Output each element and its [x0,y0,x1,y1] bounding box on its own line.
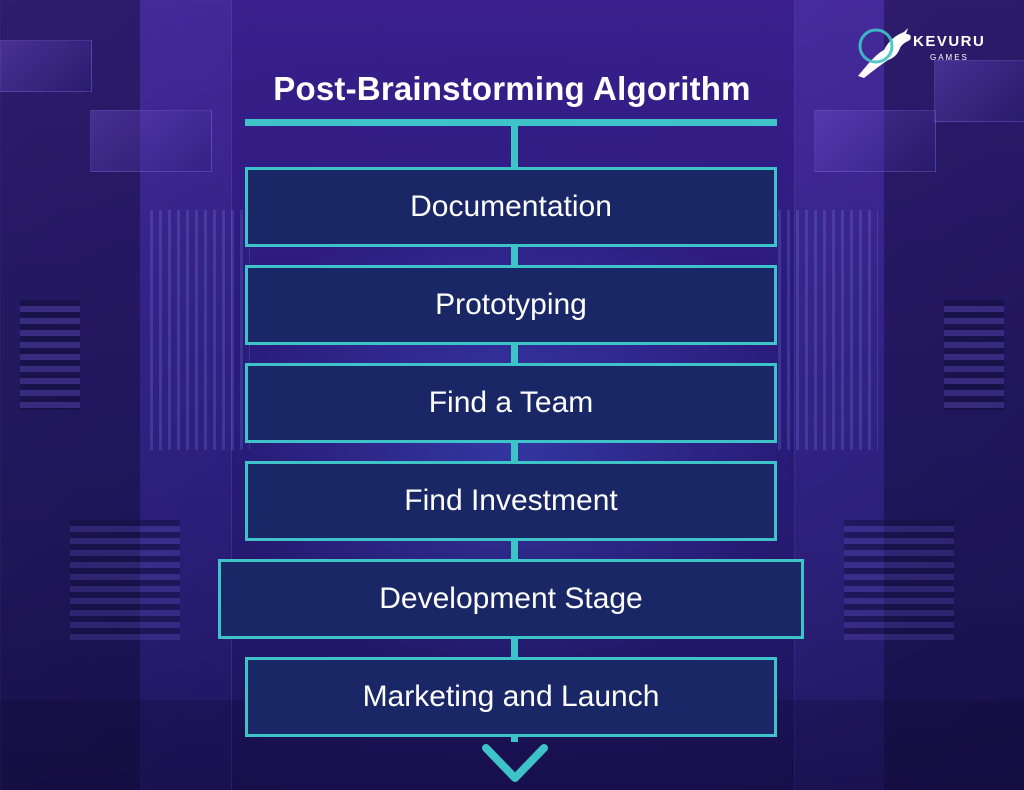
step-label: Marketing and Launch [362,680,660,713]
deer-logo-icon [858,28,911,78]
step-development-stage: Development Stage [218,559,804,639]
logo-name: KEVURU [913,33,986,50]
step-label: Find Investment [404,484,618,517]
step-find-investment: Find Investment [245,461,777,541]
step-label: Documentation [410,190,612,223]
logo-subtitle: GAMES [930,53,969,62]
step-find-a-team: Find a Team [245,363,777,443]
step-prototyping: Prototyping [245,265,777,345]
title-underline [245,119,777,126]
chevron-down-icon [482,744,548,782]
step-label: Find a Team [428,386,594,419]
step-marketing-and-launch: Marketing and Launch [245,657,777,737]
step-label: Prototyping [435,288,587,321]
diagram-title: Post-Brainstorming Algorithm [273,70,751,107]
step-label: Development Stage [379,582,643,615]
step-documentation: Documentation [245,167,777,247]
